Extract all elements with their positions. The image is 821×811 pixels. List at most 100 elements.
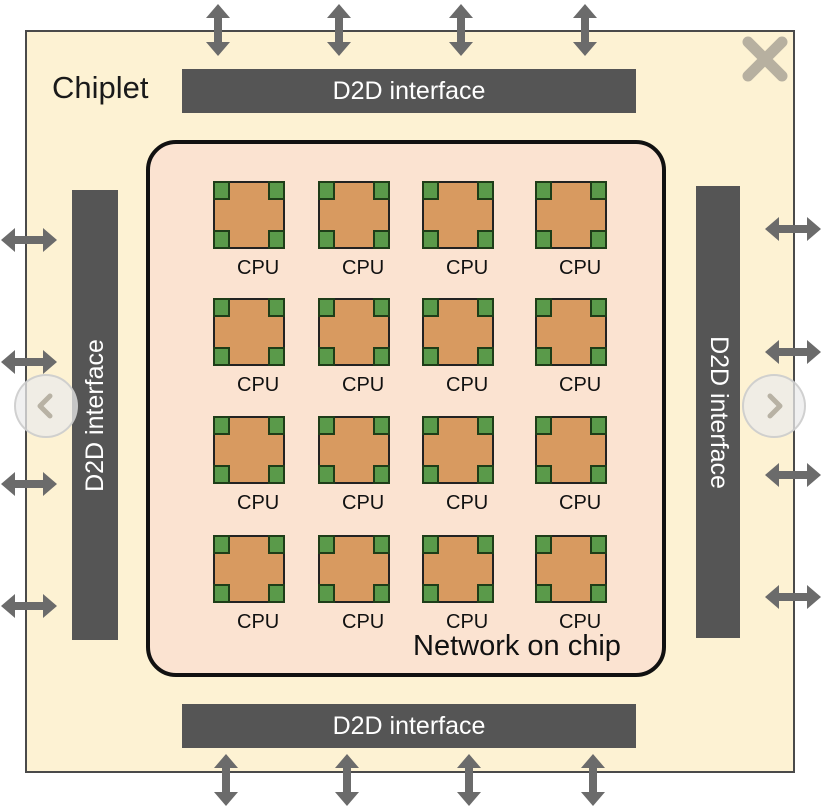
- d2d-interface-left: D2D interface: [72, 190, 118, 640]
- cpu-label: CPU: [446, 611, 489, 633]
- cpu-pad: [422, 535, 439, 554]
- cpu-label: CPU: [342, 257, 385, 279]
- cpu-pad: [318, 298, 335, 317]
- cpu-label: CPU: [342, 492, 385, 514]
- cpu-pad: [268, 584, 285, 603]
- arrow-left-1: [1, 228, 57, 252]
- cpu-label: CPU: [559, 492, 602, 514]
- chevron-right-icon: [767, 393, 783, 419]
- cpu-label: CPU: [237, 257, 280, 279]
- cpu-pad: [268, 298, 285, 317]
- cpu-label: CPU: [559, 374, 602, 396]
- d2d-interface-right: D2D interface: [696, 186, 740, 638]
- cpu-label: CPU: [237, 611, 280, 633]
- cpu-pad: [535, 347, 552, 366]
- cpu-pad: [535, 230, 552, 249]
- arrow-top-4: [573, 4, 597, 56]
- cpu-label: CPU: [446, 492, 489, 514]
- cpu-pad: [422, 416, 439, 435]
- d2d-interface-bottom-label: D2D interface: [332, 711, 486, 740]
- d2d-interface-bottom: D2D interface: [182, 704, 636, 748]
- cpu-label: CPU: [559, 257, 602, 279]
- cpu-pad: [268, 416, 285, 435]
- cpu-pad: [373, 416, 390, 435]
- cpu-pad: [477, 298, 494, 317]
- cpu-pad: [213, 230, 230, 249]
- cpu-core-8: [535, 298, 607, 366]
- cpu-core-16: [535, 535, 607, 603]
- cpu-pad: [213, 347, 230, 366]
- arrow-right-4: [765, 585, 821, 609]
- cpu-core-7: [422, 298, 494, 366]
- cpu-label: CPU: [446, 257, 489, 279]
- cpu-pad: [213, 584, 230, 603]
- cpu-core-10: [318, 416, 390, 484]
- cpu-pad: [373, 347, 390, 366]
- cpu-pad: [477, 181, 494, 200]
- cpu-core-4: [535, 181, 607, 249]
- cpu-label: CPU: [237, 374, 280, 396]
- cpu-pad: [373, 298, 390, 317]
- cpu-label: CPU: [446, 374, 489, 396]
- cpu-core-13: [213, 535, 285, 603]
- d2d-interface-top: D2D interface: [182, 69, 636, 113]
- arrow-top-1: [206, 4, 230, 56]
- cpu-pad: [535, 298, 552, 317]
- cpu-pad: [373, 584, 390, 603]
- cpu-pad: [268, 535, 285, 554]
- arrow-right-2: [765, 340, 821, 364]
- cpu-pad: [422, 230, 439, 249]
- d2d-interface-top-label: D2D interface: [332, 76, 486, 105]
- cpu-label: CPU: [559, 611, 602, 633]
- cpu-pad: [422, 298, 439, 317]
- cpu-pad: [477, 416, 494, 435]
- cpu-pad: [318, 465, 335, 484]
- cpu-label: CPU: [342, 611, 385, 633]
- close-icon-glyph: [742, 36, 788, 82]
- cpu-label: CPU: [237, 492, 280, 514]
- cpu-core-1: [213, 181, 285, 249]
- cpu-pad: [213, 535, 230, 554]
- cpu-core-9: [213, 416, 285, 484]
- cpu-pad: [477, 465, 494, 484]
- cpu-pad: [590, 347, 607, 366]
- cpu-pad: [590, 416, 607, 435]
- chiplet-label: Chiplet: [52, 70, 149, 105]
- cpu-pad: [535, 535, 552, 554]
- arrow-top-2: [327, 4, 351, 56]
- next-button[interactable]: [742, 374, 806, 438]
- cpu-core-6: [318, 298, 390, 366]
- cpu-pad: [535, 465, 552, 484]
- cpu-pad: [477, 535, 494, 554]
- cpu-pad: [373, 181, 390, 200]
- network-on-chip-label: Network on chip: [413, 630, 621, 662]
- cpu-pad: [213, 465, 230, 484]
- close-icon[interactable]: [738, 32, 792, 86]
- cpu-pad: [422, 465, 439, 484]
- cpu-pad: [318, 181, 335, 200]
- cpu-core-11: [422, 416, 494, 484]
- cpu-pad: [318, 230, 335, 249]
- cpu-pad: [268, 230, 285, 249]
- cpu-pad: [590, 181, 607, 200]
- arrow-bottom-1: [214, 754, 238, 806]
- arrow-right-3: [765, 463, 821, 487]
- cpu-pad: [590, 584, 607, 603]
- cpu-pad: [590, 230, 607, 249]
- prev-button[interactable]: [14, 374, 78, 438]
- chevron-left-icon: [37, 393, 53, 419]
- cpu-pad: [422, 181, 439, 200]
- cpu-pad: [318, 347, 335, 366]
- arrow-right-1: [765, 217, 821, 241]
- cpu-pad: [590, 535, 607, 554]
- cpu-pad: [535, 416, 552, 435]
- cpu-pad: [318, 584, 335, 603]
- cpu-pad: [373, 465, 390, 484]
- cpu-pad: [213, 416, 230, 435]
- cpu-label: CPU: [342, 374, 385, 396]
- arrow-left-3: [1, 472, 57, 496]
- cpu-pad: [422, 584, 439, 603]
- arrow-bottom-2: [335, 754, 359, 806]
- cpu-pad: [477, 347, 494, 366]
